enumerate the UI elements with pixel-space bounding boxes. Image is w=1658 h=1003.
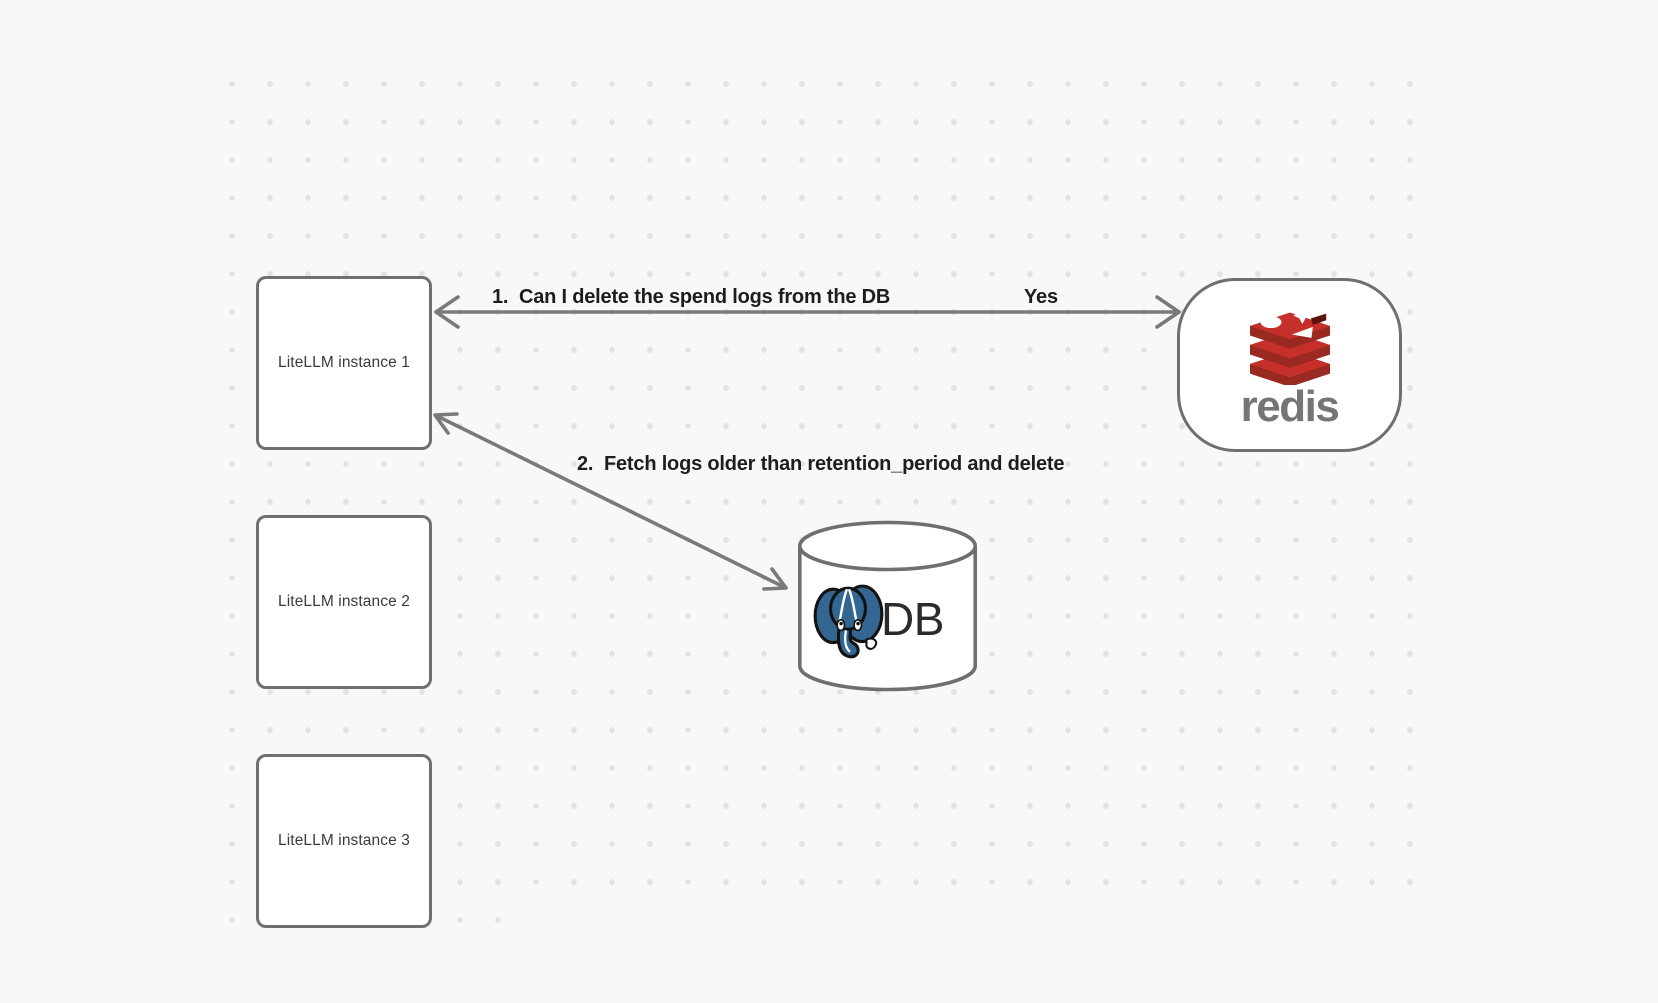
- litellm-instance-1-node[interactable]: LiteLLM instance 1: [256, 276, 432, 450]
- litellm-instance-1-label: LiteLLM instance 1: [278, 354, 410, 371]
- edge2-arrow[interactable]: [433, 412, 788, 591]
- edge1-question-label: 1. Can I delete the spend logs from the …: [492, 286, 891, 308]
- edge1-arrow[interactable]: [434, 295, 1181, 329]
- litellm-instance-3-node[interactable]: LiteLLM instance 3: [256, 754, 432, 928]
- litellm-instance-2-label: LiteLLM instance 2: [278, 593, 410, 610]
- redis-node[interactable]: redis: [1177, 278, 1402, 452]
- postgresql-elephant-icon: [813, 584, 884, 659]
- edge1-answer-label: Yes: [1024, 286, 1058, 308]
- edge2-label: 2. Fetch logs older than retention_perio…: [577, 453, 1065, 475]
- litellm-instance-2-node[interactable]: LiteLLM instance 2: [256, 515, 432, 689]
- litellm-instance-3-label: LiteLLM instance 3: [278, 832, 410, 849]
- redis-logo-icon: [1249, 306, 1330, 385]
- db-node-label: DB: [881, 593, 944, 645]
- redis-wordmark: redis: [1240, 382, 1340, 431]
